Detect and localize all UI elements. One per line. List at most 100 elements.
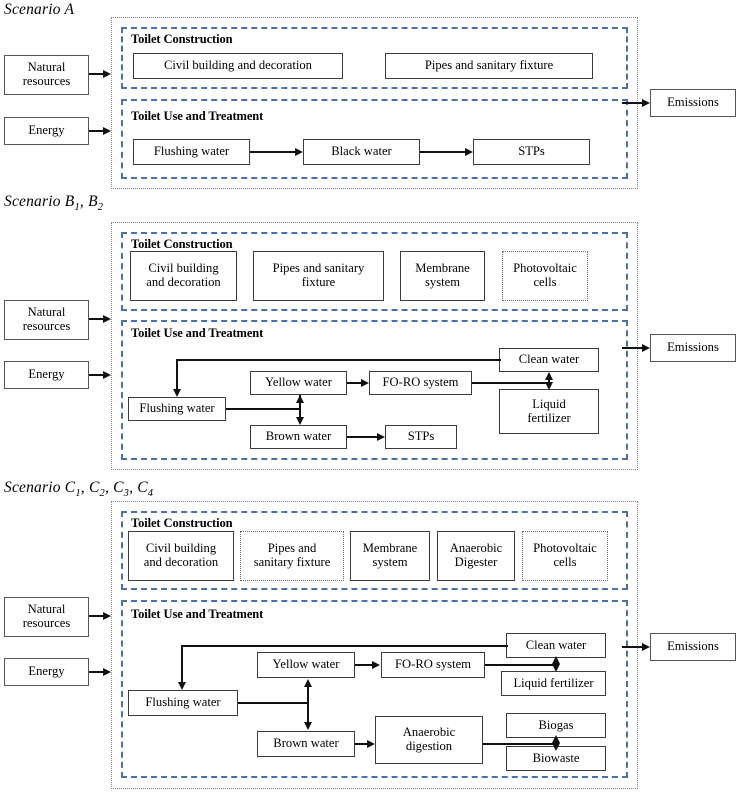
node-anaerobic-digestion-c[interactable]: Anaerobic digestion	[375, 716, 483, 764]
connector-emissions-c	[622, 646, 642, 648]
input-natural-resources-b[interactable]: Natural resources	[4, 300, 89, 340]
node-foro-system-c[interactable]: FO-RO system	[381, 652, 485, 678]
node-flushing-water-c[interactable]: Flushing water	[128, 690, 238, 716]
arrowhead-energy-c	[103, 667, 111, 676]
scenario-a-use-title: Toilet Use and Treatment	[131, 109, 264, 123]
arrowhead-clean-to-flush-b	[172, 389, 181, 397]
scenario-a-construction-title: Toilet Construction	[131, 32, 233, 46]
connector-foro-to-split-b	[472, 382, 549, 384]
scenario-b-comma-1: ,	[79, 193, 84, 210]
node-photovoltaic-cells-b[interactable]: Photovoltaic cells	[502, 251, 588, 301]
scenario-b-sub-2: 2	[97, 202, 104, 214]
scenario-b-construction-title: Toilet Construction	[131, 237, 233, 251]
connector-clean-to-flush-top-c	[181, 645, 508, 647]
arrowhead-split-to-clean-c	[551, 656, 560, 664]
node-foro-system-b[interactable]: FO-RO system	[369, 371, 472, 395]
connector-energy-b	[89, 374, 103, 376]
node-clean-water-c[interactable]: Clean water	[506, 633, 606, 658]
scenario-c-sub-1: 1	[75, 488, 81, 500]
arrowhead-split-to-fertilizer-c	[551, 664, 560, 672]
node-stps-a[interactable]: STPs	[473, 139, 590, 165]
arrowhead-junction-to-brown-b	[295, 417, 304, 425]
scenario-c-sub-2: 2	[99, 488, 105, 500]
scenario-c-label-prefix: Scenario	[4, 479, 65, 496]
arrowhead-split-to-clean-b	[544, 372, 553, 380]
node-liquid-fertilizer-c[interactable]: Liquid fertilizer	[501, 671, 606, 696]
connector-brown-to-stps-b	[347, 436, 377, 438]
scenario-b-use-title: Toilet Use and Treatment	[131, 326, 264, 340]
output-emissions-a[interactable]: Emissions	[650, 89, 736, 117]
arrowhead-natural-b	[103, 314, 111, 323]
connector-clean-to-flush-top-b	[176, 359, 501, 361]
node-civil-building-c[interactable]: Civil building and decoration	[128, 531, 234, 581]
scenario-c-use-title: Toilet Use and Treatment	[131, 607, 264, 621]
scenario-b-construction-group	[121, 232, 628, 311]
node-yellow-water-b[interactable]: Yellow water	[250, 371, 347, 395]
arrowhead-junction-to-yellow-c	[303, 679, 312, 687]
input-natural-resources-a[interactable]: Natural resources	[4, 55, 89, 95]
connector-anaerobic-to-split-c	[483, 743, 556, 745]
scenario-c-label-main-4: C	[137, 479, 148, 496]
scenario-c-label-main-2: C	[88, 479, 100, 496]
scenario-a-label-prefix: Scenario	[4, 1, 65, 18]
node-biogas-c[interactable]: Biogas	[506, 713, 606, 738]
arrowhead-split-to-biogas-c	[551, 735, 560, 743]
connector-energy-a	[89, 130, 103, 132]
connector-natural-a	[89, 73, 103, 75]
scenario-c-label-main-1: C	[64, 479, 76, 496]
connector-clean-to-flush-vert-c	[181, 645, 183, 682]
input-natural-resources-c[interactable]: Natural resources	[4, 597, 89, 637]
node-anaerobic-digester-c[interactable]: Anaerobic Digester	[437, 531, 515, 581]
connector-emissions-b	[622, 347, 642, 349]
arrowhead-brown-to-anaerobic-c	[367, 739, 375, 748]
input-energy-a[interactable]: Energy	[4, 117, 89, 145]
node-stps-b[interactable]: STPs	[385, 425, 457, 449]
node-brown-water-c[interactable]: Brown water	[257, 731, 355, 757]
connector-flush-to-black-a	[250, 151, 295, 153]
input-energy-c[interactable]: Energy	[4, 658, 89, 686]
node-pipes-fixture-a[interactable]: Pipes and sanitary fixture	[385, 53, 593, 79]
scenario-c-label: Scenario C1, C2, C3, C4	[4, 480, 153, 500]
node-pipes-fixture-b[interactable]: Pipes and sanitary fixture	[253, 251, 384, 301]
node-yellow-water-c[interactable]: Yellow water	[257, 652, 355, 678]
scenario-b-label-main: B	[64, 193, 75, 210]
node-brown-water-b[interactable]: Brown water	[250, 425, 347, 449]
arrowhead-brown-to-stps-b	[377, 432, 385, 441]
arrowhead-black-to-stps-a	[465, 147, 473, 156]
connector-yellow-to-foro-b	[347, 382, 361, 384]
output-emissions-b[interactable]: Emissions	[650, 334, 736, 362]
node-civil-building-a[interactable]: Civil building and decoration	[133, 53, 343, 79]
node-photovoltaic-cells-c[interactable]: Photovoltaic cells	[522, 531, 608, 581]
output-emissions-c[interactable]: Emissions	[650, 633, 736, 661]
arrowhead-yellow-to-foro-b	[361, 378, 369, 387]
node-pipes-fixture-c[interactable]: Pipes and sanitary fixture	[240, 531, 344, 581]
node-black-water-a[interactable]: Black water	[303, 139, 420, 165]
arrowhead-emissions-a	[642, 98, 650, 107]
scenario-c-construction-title: Toilet Construction	[131, 516, 233, 530]
arrowhead-yellow-to-foro-c	[372, 660, 380, 669]
scenario-a-use-group	[121, 99, 628, 179]
scenario-c-sub-4: 4	[147, 488, 154, 500]
scenario-a-construction-group	[121, 27, 628, 89]
scenario-c-sub-3: 3	[123, 488, 130, 500]
node-membrane-system-b[interactable]: Membrane system	[400, 251, 485, 301]
node-flushing-water-b[interactable]: Flushing water	[128, 397, 226, 421]
input-energy-b[interactable]: Energy	[4, 361, 89, 389]
scenario-b-outer-box	[111, 222, 638, 470]
node-membrane-system-c[interactable]: Membrane system	[350, 531, 430, 581]
arrowhead-natural-a	[103, 69, 111, 78]
scenario-c-comma-2: ,	[104, 479, 110, 496]
node-civil-building-b[interactable]: Civil building and decoration	[130, 251, 237, 301]
connector-natural-c	[89, 615, 103, 617]
arrowhead-split-to-fertilizer-b	[544, 382, 553, 390]
node-flushing-water-a[interactable]: Flushing water	[133, 139, 250, 165]
scenario-c-construction-group	[121, 511, 628, 590]
arrowhead-clean-to-flush-c	[177, 682, 186, 690]
node-liquid-fertilizer-b[interactable]: Liquid fertilizer	[499, 389, 599, 434]
arrowhead-junction-to-brown-c	[303, 722, 312, 730]
scenario-c-comma-1: ,	[80, 479, 85, 496]
connector-natural-b	[89, 318, 103, 320]
node-clean-water-b[interactable]: Clean water	[499, 348, 599, 372]
arrowhead-emissions-b	[642, 343, 650, 352]
